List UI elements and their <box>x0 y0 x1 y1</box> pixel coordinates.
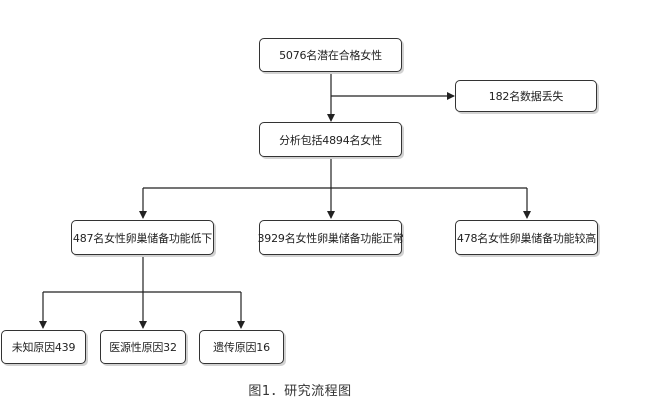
node-normal-ovarian-reserve: 3929名女性卵巢储备功能正常 <box>258 220 404 255</box>
node-data-lost: 182名数据丢失 <box>455 80 597 112</box>
node-iatrogenic-cause: 医源性原因32 <box>100 330 186 364</box>
node-analyzed-women: 分析包括4894名女性 <box>259 122 402 157</box>
node-unknown-cause: 未知原因439 <box>1 330 86 364</box>
node-potential-eligible-women: 5076名潜在合格女性 <box>259 38 402 72</box>
node-genetic-cause: 遗传原因16 <box>199 330 284 364</box>
figure-caption: 图1．研究流程图 <box>248 384 352 399</box>
node-high-ovarian-reserve: 478名女性卵巢储备功能较高 <box>455 220 598 255</box>
node-low-ovarian-reserve: 487名女性卵巢储备功能低下 <box>71 220 214 255</box>
